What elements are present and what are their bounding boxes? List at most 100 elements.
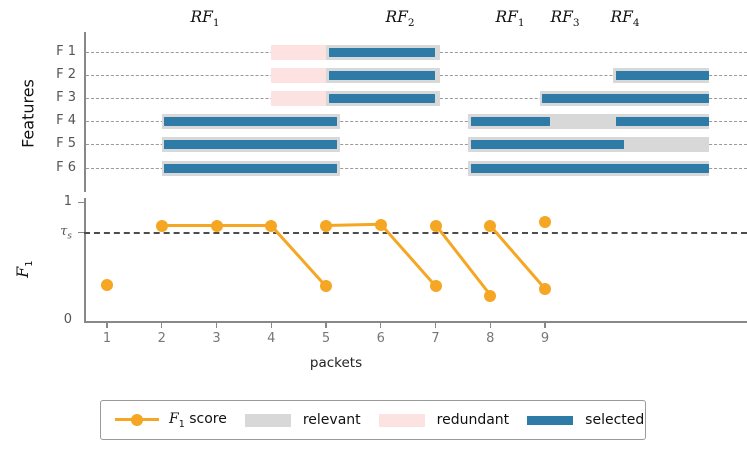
column-header-rf3: RF3	[525, 8, 605, 29]
feature-row-gridline	[86, 121, 747, 122]
f1-ytick-label-1: 1	[63, 194, 72, 209]
x-tick-mark	[215, 322, 218, 328]
column-header-sub: 4	[632, 17, 640, 30]
legend-label-redundant: redundant	[436, 412, 510, 428]
feature-segment-selected	[164, 139, 337, 149]
column-header-rf1-b: RF1	[470, 8, 550, 29]
x-tick-label: 9	[540, 331, 550, 346]
x-tick-label: 2	[157, 331, 166, 346]
x-tick-mark	[544, 322, 546, 328]
feature-segment-selected	[542, 93, 710, 103]
feature-segment-selected	[616, 116, 710, 126]
x-tick-mark	[270, 322, 272, 328]
f1-score-point	[265, 219, 278, 232]
legend-item-relevant[interactable]: relevant	[244, 401, 361, 439]
feature-segment-selected	[328, 93, 436, 103]
feature-segment-redundant	[271, 90, 326, 106]
legend-label-f1-score: F1 score	[169, 411, 227, 430]
feature-ytick-f4: F 4	[56, 113, 76, 128]
x-tick-label: 6	[376, 331, 385, 346]
f1-score-point	[484, 290, 497, 302]
legend-item-f1-score[interactable]: F1 score	[115, 401, 227, 439]
feature-segment-redundant	[271, 67, 326, 83]
feature-row-gridline	[86, 168, 747, 169]
f1-score-segment	[216, 224, 272, 228]
x-tick-mark	[161, 322, 163, 328]
legend-item-selected[interactable]: selected	[527, 401, 644, 439]
x-tick-mark	[325, 322, 327, 328]
f1-axis-title-sub: 1	[24, 260, 36, 267]
features-y-axis	[84, 32, 86, 192]
column-header-text: RF	[610, 8, 633, 26]
x-tick-mark	[434, 322, 437, 328]
column-header-text: RF	[385, 8, 408, 26]
x-axis-title: packets	[309, 355, 363, 371]
legend-label-selected: selected	[585, 412, 645, 428]
feature-ytick-f3: F 3	[56, 90, 76, 105]
feature-segment-selected	[471, 139, 625, 149]
x-tick-label: 4	[267, 331, 276, 346]
legend-item-redundant[interactable]: redundant	[378, 401, 510, 439]
legend-label-relevant: relevant	[302, 412, 361, 428]
column-header-rf2: RF2	[360, 8, 440, 29]
feature-segment-selected	[328, 47, 436, 57]
f1-score-point	[374, 218, 387, 231]
f1-score-segment	[161, 224, 217, 228]
column-header-text: RF	[550, 8, 573, 26]
feature-row-gridline	[86, 144, 747, 145]
threshold-tau: τ	[60, 224, 68, 239]
x-tick-label: 8	[486, 331, 495, 346]
f1-ytick-mark-1	[78, 202, 84, 204]
f1-score-line-icon	[115, 414, 159, 426]
f1-score-point	[539, 282, 551, 295]
f1-ytick-label-0: 0	[63, 312, 72, 327]
x-tick-mark	[489, 322, 491, 328]
f1-score-point	[539, 216, 551, 229]
x-tick-mark	[106, 322, 108, 328]
f1-score-point	[210, 219, 223, 232]
chart-legend: F1 score relevant redundant selected	[100, 400, 646, 440]
f1-axis-title-main: F	[12, 266, 32, 278]
threshold-line	[84, 232, 747, 234]
column-header-text: RF	[495, 8, 518, 26]
f1-score-point	[320, 280, 332, 293]
f1-axis-title: F1	[13, 219, 35, 319]
column-header-text: RF	[190, 8, 213, 26]
feature-ytick-f2: F 2	[56, 67, 76, 82]
column-header-sub: 2	[407, 17, 415, 30]
column-header-rf4: RF4	[585, 8, 665, 29]
feature-segment-selected	[471, 163, 710, 173]
f1-score-point	[101, 279, 113, 292]
column-header-sub: 1	[517, 17, 525, 30]
column-header-sub: 1	[212, 17, 220, 30]
f1-score-point	[429, 280, 442, 293]
relevant-swatch-icon	[244, 413, 291, 427]
x-tick-label: 3	[212, 331, 221, 346]
x-tick-label: 1	[102, 331, 112, 346]
feature-segment-redundant	[271, 44, 326, 60]
f1-score-point	[484, 219, 497, 232]
selected-swatch-icon	[527, 415, 574, 425]
f1-score-point	[429, 219, 442, 232]
column-header-sub: 3	[572, 17, 580, 30]
legend-f1-main: F	[169, 410, 179, 427]
f1-score-point	[320, 219, 332, 232]
feature-ytick-f6: F 6	[56, 160, 76, 175]
feature-ytick-f5: F 5	[56, 136, 76, 151]
f1-score-point	[155, 219, 168, 232]
feature-ytick-f1: F 1	[56, 44, 76, 59]
redundant-swatch-icon	[378, 413, 425, 427]
column-header-rf1-a: RF1	[165, 8, 245, 29]
f1-ytick-label-threshold: τs	[34, 224, 72, 242]
x-tick-label: 7	[431, 331, 440, 346]
f1-y-axis	[84, 198, 86, 322]
legend-f1-sub: 1	[178, 418, 185, 430]
feature-segment-selected	[164, 163, 337, 173]
legend-f1-rest: score	[184, 410, 227, 427]
f1-x-axis	[84, 321, 747, 323]
feature-segment-selected	[328, 70, 436, 80]
threshold-sub: s	[67, 231, 72, 242]
feature-segment-selected	[164, 116, 337, 126]
x-tick-mark	[380, 322, 382, 328]
